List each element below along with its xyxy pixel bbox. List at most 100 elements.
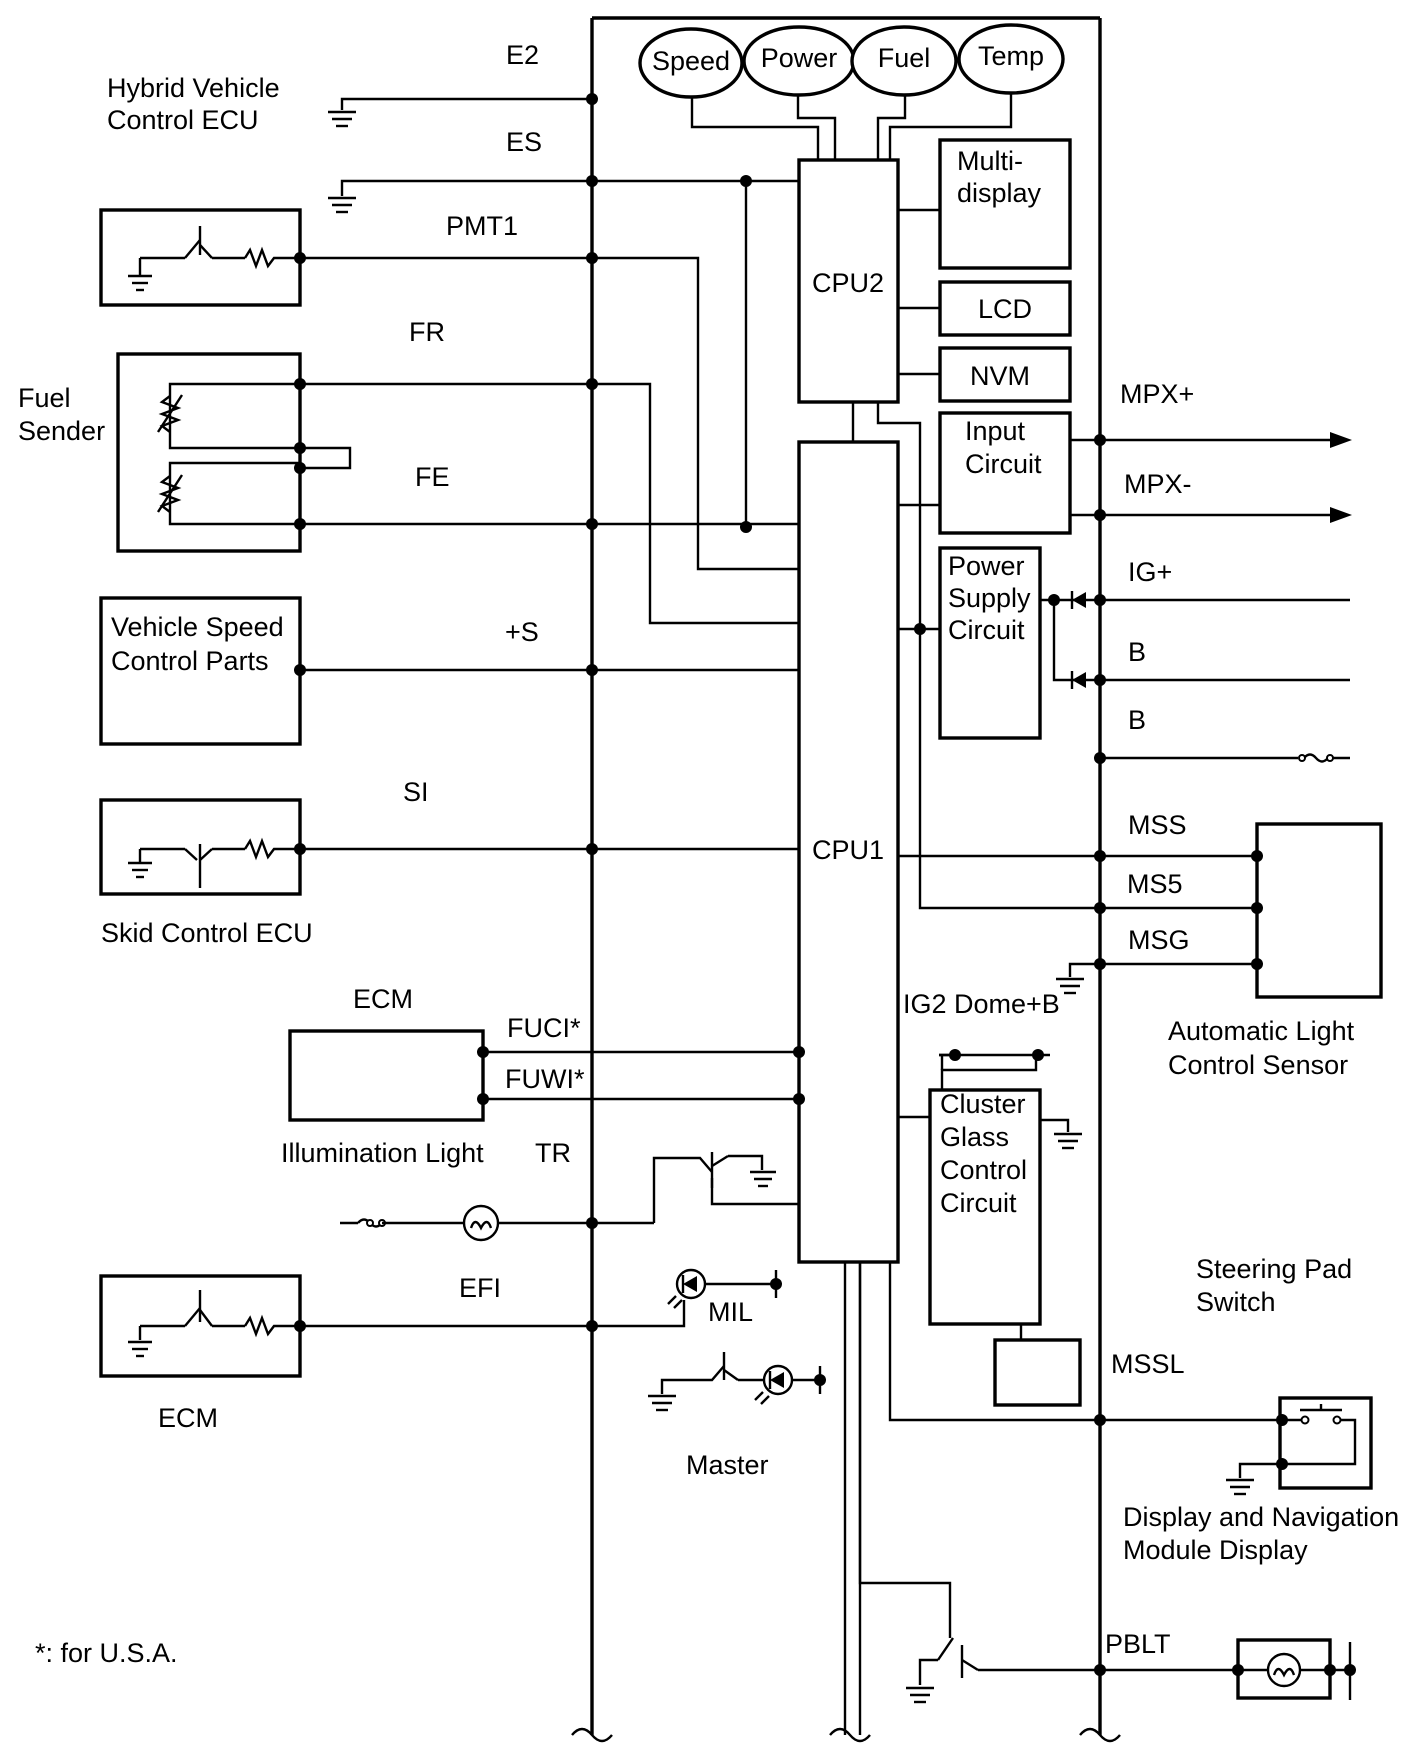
ground-symbol — [328, 110, 356, 128]
cpu2-label: CPU2 — [812, 268, 884, 298]
nvm-label: NVM — [970, 361, 1030, 391]
cluster-glass-label-1: Cluster — [940, 1089, 1026, 1119]
ecm-top-label: ECM — [353, 984, 413, 1014]
terminal-e2: E2 — [506, 40, 539, 70]
power-supply-circuit-block — [938, 546, 1042, 740]
ground-symbol — [128, 274, 152, 292]
ground-symbol — [750, 1170, 776, 1188]
lcd-label: LCD — [978, 294, 1032, 324]
automatic-light-sensor-label-1: Automatic Light — [1168, 1016, 1355, 1046]
cpu1-block — [797, 440, 900, 1264]
speed-gauge-label: Speed — [652, 46, 730, 76]
multi-display-block — [938, 138, 1072, 270]
terminal-pmt1: PMT1 — [446, 211, 518, 241]
display-navigation-label-1: Display and Navigation — [1123, 1502, 1399, 1532]
ecm-bottom-label: ECM — [158, 1403, 218, 1433]
ground-symbol — [1054, 1132, 1082, 1150]
terminal-fuci: FUCI* — [507, 1013, 581, 1043]
terminal-msg: MSG — [1128, 925, 1190, 955]
terminal-mpx-plus: MPX+ — [1120, 379, 1194, 409]
terminal-fr: FR — [409, 317, 445, 347]
gauges: Speed Power Fuel Temp — [638, 23, 1065, 160]
display-navigation-label-2: Module Display — [1123, 1535, 1308, 1565]
ground-symbol — [128, 1340, 152, 1358]
power-gauge-label: Power — [761, 43, 838, 73]
transistor-symbol — [138, 837, 300, 888]
multi-display-label-2: display — [957, 178, 1042, 208]
multi-display-label-1: Multi- — [957, 146, 1023, 176]
temp-gauge-label: Temp — [978, 41, 1044, 71]
input-circuit-label-2: Circuit — [965, 449, 1042, 479]
terminal-b1: B — [1128, 637, 1146, 667]
power-supply-label-1: Power — [948, 551, 1025, 581]
steering-pad-switch-label-2: Switch — [1196, 1287, 1276, 1317]
ground-symbol — [328, 196, 356, 214]
fuel-sender-label-2: Sender — [18, 416, 105, 446]
diode-icon — [1070, 671, 1086, 689]
power-supply-label-3: Circuit — [948, 615, 1025, 645]
fuel-sender-label-1: Fuel — [18, 383, 71, 413]
steering-pad-switch-label-1: Steering Pad — [1196, 1254, 1352, 1284]
cluster-glass-label-3: Control — [940, 1155, 1027, 1185]
diode-icon — [1070, 591, 1086, 609]
input-circuit-label-1: Input — [965, 416, 1026, 446]
terminal-ig-plus: IG+ — [1128, 557, 1172, 587]
ground-symbol — [648, 1394, 676, 1412]
automatic-light-sensor-label-2: Control Sensor — [1168, 1050, 1348, 1080]
footnote: *: for U.S.A. — [35, 1638, 178, 1668]
arrow-right-icon — [1330, 432, 1352, 448]
mil-led-icon — [667, 1268, 707, 1309]
bulb-icon — [462, 1204, 500, 1242]
resistor-symbol — [156, 394, 184, 513]
terminal-pblt: PBLT — [1105, 1629, 1171, 1659]
terminal-mss: MSS — [1128, 810, 1187, 840]
terminal-tr: TR — [535, 1138, 571, 1168]
master-transistor-symbol — [660, 1352, 764, 1394]
skid-control-ecu-label: Skid Control ECU — [101, 918, 313, 948]
terminal-fuwi: FUWI* — [505, 1064, 585, 1094]
mssl-box — [993, 1338, 1082, 1407]
ground-symbol — [1056, 977, 1084, 995]
transistor-symbol — [138, 1290, 300, 1340]
cpu1-label: CPU1 — [812, 835, 884, 865]
vehicle-speed-label-1: Vehicle Speed — [111, 612, 284, 642]
meter-housing — [571, 16, 1121, 1743]
switch-icon — [1282, 1404, 1357, 1466]
ground-symbol — [906, 1686, 934, 1704]
steering-pad-switch-box — [1278, 1396, 1373, 1490]
power-supply-label-2: Supply — [948, 583, 1031, 613]
master-label: Master — [686, 1450, 769, 1480]
transistor-symbol — [138, 226, 300, 275]
ig2-dome-b-label: IG2 Dome+B — [903, 989, 1060, 1019]
terminal-s: +S — [505, 617, 539, 647]
terminal-es: ES — [506, 127, 542, 157]
cluster-glass-label-2: Glass — [940, 1122, 1009, 1152]
pblt-transistor-symbol — [918, 1637, 979, 1685]
hybrid-ecu-box — [99, 208, 302, 307]
arrow-right-icon — [1330, 507, 1352, 523]
ground-symbol — [128, 861, 152, 879]
lcd-block — [938, 280, 1072, 337]
fuel-sender-box — [116, 352, 302, 553]
hybrid-ecu-label-1: Hybrid Vehicle — [107, 73, 280, 103]
terminal-b2: B — [1128, 705, 1146, 735]
input-circuit-block — [938, 411, 1072, 535]
terminal-mpx-minus: MPX- — [1124, 469, 1192, 499]
terminal-efi: EFI — [459, 1273, 501, 1303]
vehicle-speed-label-2: Control Parts — [111, 646, 269, 676]
hybrid-ecu-label-2: Control ECU — [107, 105, 259, 135]
fuel-gauge-label: Fuel — [878, 43, 931, 73]
cluster-glass-control-circuit-block — [928, 1088, 1042, 1326]
bulb-icon — [1266, 1652, 1302, 1688]
automatic-light-control-sensor-box — [1255, 822, 1383, 999]
master-led-icon — [754, 1364, 794, 1405]
terminal-mssl: MSSL — [1111, 1349, 1185, 1379]
illumination-light-label: Illumination Light — [281, 1138, 484, 1168]
cluster-glass-label-4: Circuit — [940, 1188, 1017, 1218]
terminal-fe: FE — [415, 462, 450, 492]
cpu2-block — [797, 158, 900, 404]
terminal-si: SI — [403, 777, 429, 807]
mil-label: MIL — [708, 1297, 753, 1327]
terminal-ms5: MS5 — [1127, 869, 1183, 899]
